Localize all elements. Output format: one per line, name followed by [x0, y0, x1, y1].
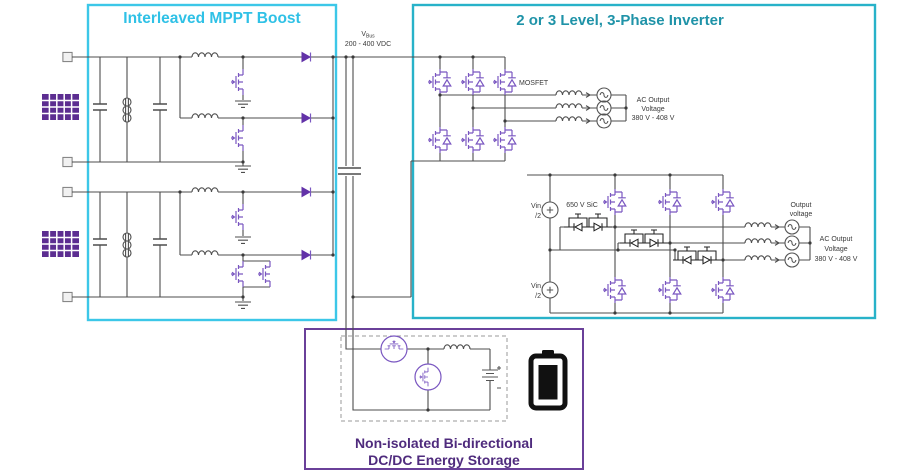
input-terminal: [62, 291, 73, 303]
mosfet-icon: [230, 68, 244, 96]
battery-cell-icon: [481, 369, 499, 382]
circled-mosfet-icon: [381, 336, 407, 362]
svg-text:Output: Output: [790, 202, 811, 209]
bidirectional-switch-icon: [619, 229, 669, 248]
mosfet-icon: [428, 127, 451, 153]
dc-source-icon: [541, 281, 559, 299]
input-terminal: [62, 156, 73, 168]
mosfet-icon: [461, 127, 484, 153]
svg-text:/2: /2: [535, 213, 541, 220]
coupled-inductor-icon: [122, 232, 132, 258]
ground-icon: [234, 165, 252, 173]
ground-icon: [234, 100, 252, 108]
inductor-icon: [744, 222, 772, 228]
energy-storage-box: [304, 328, 584, 470]
ac-source-icon: [784, 235, 800, 251]
mosfet-icon: [711, 189, 734, 215]
ac-source-icon: [596, 87, 612, 103]
svg-text:Vin: Vin: [531, 283, 541, 290]
input-terminal: [62, 51, 73, 63]
inverter3l-wires: [527, 174, 811, 314]
battery-icon: [528, 350, 568, 411]
diode-icon: [301, 51, 312, 63]
mosfet-label: MOSFET: [519, 80, 549, 87]
diode-icon: [301, 186, 312, 198]
inductor-icon: [744, 255, 772, 261]
inductor-icon: [555, 116, 583, 122]
ac-source-icon: [784, 252, 800, 268]
ac-source-icon: [596, 100, 612, 116]
ac-source-icon: [784, 219, 800, 235]
ac-source-icon: [596, 113, 612, 129]
svg-text:380 V - 408 V: 380 V - 408 V: [815, 256, 858, 263]
vin-bottom-label: Vin /2: [531, 283, 541, 300]
vin-top-label: Vin /2: [531, 203, 541, 220]
inductor-icon: [191, 250, 219, 256]
input-terminal: [62, 186, 73, 198]
mppt-title: Interleaved MPPT Boost: [123, 10, 300, 27]
coupled-inductor-icon: [122, 97, 132, 123]
diode-icon: [301, 249, 312, 261]
mppt-wires: [72, 56, 505, 301]
bidirectional-switch-icon: [672, 246, 722, 265]
bus-wires: [345, 57, 491, 411]
bidirectional-switch-icon: [563, 213, 613, 232]
mosfet-icon: [461, 69, 484, 95]
dc-source-icon: [541, 201, 559, 219]
svg-text:voltage: voltage: [790, 211, 813, 218]
inductor-icon: [191, 113, 219, 119]
svg-text:Non-isolated Bi-directional: Non-isolated Bi-directional: [355, 435, 533, 451]
storage-title: Non-isolated Bi-directional DC/DC Energy…: [355, 435, 533, 468]
mosfet-icon: [493, 127, 516, 153]
svg-text:Voltage: Voltage: [641, 106, 664, 113]
mosfet-icon: [230, 203, 244, 231]
sic-label: 650 V SiC: [566, 202, 598, 209]
mosfet-icon: [603, 189, 626, 215]
inductor-icon: [555, 103, 583, 109]
capacitor-icon: [92, 238, 108, 246]
mosfet-icon: [658, 189, 681, 215]
mosfet-icon: [257, 260, 271, 288]
diode-icon: [301, 112, 312, 124]
svg-text:380 V - 408 V: 380 V - 408 V: [632, 115, 675, 122]
svg-text:AC Output: AC Output: [637, 97, 670, 104]
svg-text:AC Output: AC Output: [820, 236, 853, 243]
solar-panel-icon: [41, 93, 80, 121]
mosfet-icon: [230, 124, 244, 152]
inductor-icon: [191, 187, 219, 193]
mosfet-icon: [428, 69, 451, 95]
svg-text:DC/DC Energy Storage: DC/DC Energy Storage: [368, 452, 520, 468]
ground-icon: [234, 236, 252, 244]
inductor-icon: [191, 52, 219, 58]
junction-dots: [178, 55, 812, 412]
mosfet-icon: [230, 260, 244, 288]
inductor-icon: [555, 90, 583, 96]
vbus-range-label: 200 - 400 VDC: [345, 41, 391, 48]
solar-panel-icon: [41, 230, 80, 258]
bus-capacitor: [338, 167, 361, 175]
battery-polarity-marks: [497, 366, 501, 389]
vbus-label: VBus: [361, 31, 375, 40]
output-voltage-label: Output voltage: [790, 202, 813, 218]
capacitor-icon: [92, 103, 108, 111]
ac-output-label-2: AC Output Voltage 380 V - 408 V: [815, 236, 858, 263]
svg-text:Vin: Vin: [531, 203, 541, 210]
svg-text:/2: /2: [535, 293, 541, 300]
mosfet-icon: [603, 277, 626, 303]
inverter-title: 2 or 3 Level, 3-Phase Inverter: [516, 12, 724, 29]
circled-mosfet-icon: [415, 364, 441, 390]
mosfet-icon: [493, 69, 516, 95]
mosfet-icon: [658, 277, 681, 303]
ac-output-label-1: AC Output Voltage 380 V - 408 V: [632, 97, 675, 122]
inductor-icon: [744, 238, 772, 244]
capacitor-icon: [152, 103, 168, 111]
inductor-icon: [443, 344, 471, 350]
svg-text:Voltage: Voltage: [824, 246, 847, 253]
mosfet-icon: [711, 277, 734, 303]
capacitor-icon: [152, 238, 168, 246]
ground-icon: [234, 301, 252, 309]
